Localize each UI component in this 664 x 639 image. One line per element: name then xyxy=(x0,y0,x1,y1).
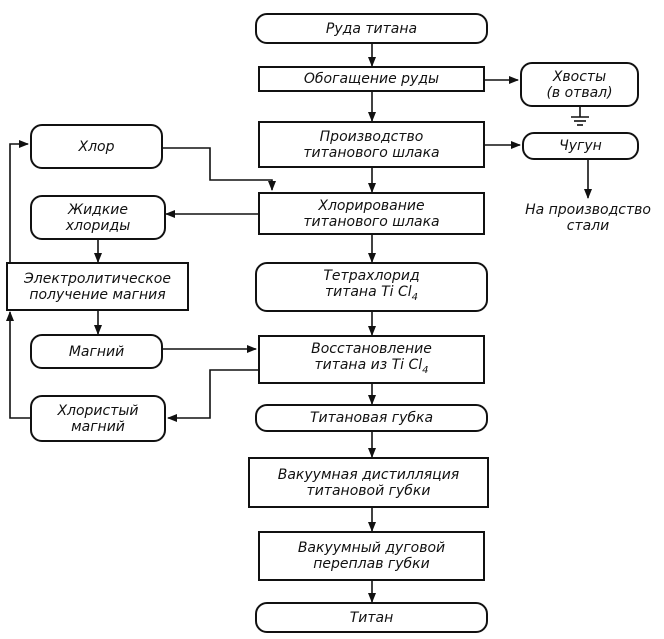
node-enrichment: Обогащение руды xyxy=(258,66,485,92)
node-electrolysis-line-1: Электролитическое xyxy=(24,270,171,287)
node-titanium-label: Титан xyxy=(349,609,394,626)
node-sponge: Титановая губка xyxy=(255,404,488,432)
node-steel: На производство стали xyxy=(508,202,664,234)
node-mg-chloride-line-2: магний xyxy=(71,418,125,435)
node-chlorine-label: Хлор xyxy=(78,138,115,155)
node-mg-chloride-line-1: Хлористый xyxy=(57,402,139,419)
node-cast-iron: Чугун xyxy=(522,132,639,160)
node-reduction-subscript: 4 xyxy=(422,364,429,376)
node-distillation-line-2: титановой губки xyxy=(306,482,431,499)
node-tailings-line-2: (в отвал) xyxy=(546,84,613,101)
arrow-reduction-to-mg-chloride xyxy=(167,369,258,422)
node-tetrachloride: Тетрахлорид титана Ti Cl4 xyxy=(255,262,488,312)
node-remelt-line-2: переплав губки xyxy=(313,556,430,572)
node-tetrachloride-subscript: 4 xyxy=(411,291,419,303)
node-tetrachloride-formula: титана Ti Cl xyxy=(324,284,412,301)
node-steel-line-1: На производство xyxy=(525,202,651,218)
node-tailings-line-1: Хвосты xyxy=(552,68,607,85)
node-chlorination: Хлорирование титанового шлака xyxy=(258,192,485,235)
node-ore: Руда титана xyxy=(255,13,488,44)
node-slag-production-line-2: титанового шлака xyxy=(303,144,440,161)
node-sponge-label: Титановая губка xyxy=(309,410,434,426)
node-steel-line-2: стали xyxy=(566,218,610,234)
node-reduction-line-2: титана из Ti Cl4 xyxy=(314,357,428,379)
node-mg-chloride: Хлористый магний xyxy=(30,395,166,442)
node-liquid-chlorides-line-1: Жидкие xyxy=(67,201,129,218)
node-distillation-line-1: Вакуумная дистилляция xyxy=(277,466,460,483)
node-liquid-chlorides-line-2: хлориды xyxy=(65,217,131,234)
node-titanium: Титан xyxy=(255,602,488,633)
node-remelt-line-1: Вакуумный дуговой xyxy=(297,540,446,556)
node-slag-production: Производство титанового шлака xyxy=(258,121,485,168)
node-electrolysis: Электролитическое получение магния xyxy=(6,262,189,311)
node-enrichment-label: Обогащение руды xyxy=(303,71,440,87)
node-reduction-line-1: Восстановление xyxy=(311,340,432,357)
node-magnesium-label: Магний xyxy=(68,343,125,360)
arrow-electrolysis-to-chlorine xyxy=(9,140,29,262)
node-chlorine: Хлор xyxy=(30,124,163,169)
node-slag-production-line-1: Производство xyxy=(319,128,424,145)
node-tetrachloride-line-1: Тетрахлорид xyxy=(323,268,420,285)
node-ore-label: Руда титана xyxy=(325,20,418,37)
node-electrolysis-line-2: получение магния xyxy=(29,286,166,303)
node-remelt: Вакуумный дуговой переплав губки xyxy=(258,531,485,581)
arrow-chlorine-to-chlorination xyxy=(163,147,276,191)
node-liquid-chlorides: Жидкие хлориды xyxy=(30,195,166,240)
node-magnesium: Магний xyxy=(30,334,163,369)
node-chlorination-line-1: Хлорирование xyxy=(318,197,425,214)
node-chlorination-line-2: титанового шлака xyxy=(303,213,440,230)
node-tetrachloride-line-2: титана Ti Cl4 xyxy=(325,284,418,306)
node-reduction-formula: титана из Ti Cl xyxy=(314,356,423,373)
node-reduction: Восстановление титана из Ti Cl4 xyxy=(258,335,485,384)
arrow-mg-chloride-to-electrolysis xyxy=(5,311,30,419)
node-tailings: Хвосты (в отвал) xyxy=(520,62,639,107)
node-distillation: Вакуумная дистилляция титановой губки xyxy=(248,457,489,508)
node-cast-iron-label: Чугун xyxy=(559,138,602,154)
